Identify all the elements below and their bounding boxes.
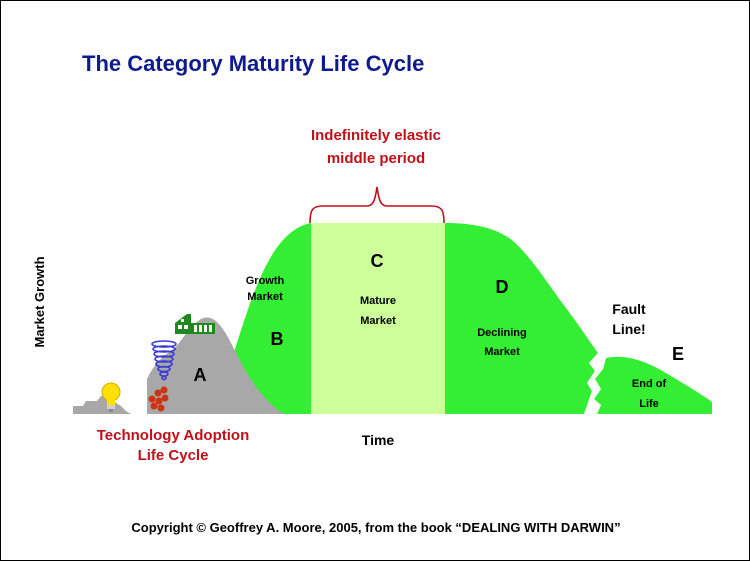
phase-c-region bbox=[311, 223, 445, 414]
fault-line-crack bbox=[584, 353, 606, 414]
phase-e-region bbox=[594, 356, 712, 414]
phase-a-letter: A bbox=[194, 365, 207, 385]
callout-line-2: middle period bbox=[327, 150, 425, 167]
phase-c-label-2: Market bbox=[360, 315, 396, 327]
tornado-icon bbox=[151, 340, 177, 381]
tech-adoption-label-1: Technology Adoption bbox=[97, 427, 249, 444]
slide-title: The Category Maturity Life Cycle bbox=[82, 51, 425, 76]
phase-d-label-1: Declining bbox=[477, 327, 527, 339]
phase-e-label-1: End of bbox=[632, 378, 667, 390]
fault-line-label-1: Fault bbox=[612, 301, 646, 317]
phase-b-region bbox=[233, 223, 311, 414]
phase-e-letter: E bbox=[672, 344, 684, 364]
early-market-hill bbox=[73, 395, 131, 414]
fault-line-label-2: Line! bbox=[612, 321, 645, 337]
phase-b-label-1: Growth bbox=[246, 275, 285, 287]
phase-b-label-2: Market bbox=[247, 291, 283, 303]
callout-line-1: Indefinitely elastic bbox=[311, 127, 441, 144]
phase-c-letter: C bbox=[371, 251, 384, 271]
bowling-pins-icon bbox=[148, 386, 169, 412]
light-bulb-icon bbox=[101, 382, 121, 412]
phase-a-region bbox=[147, 317, 284, 414]
phase-d-label-2: Market bbox=[484, 346, 520, 358]
phase-d-letter: D bbox=[496, 277, 509, 297]
y-axis-label: Market Growth bbox=[32, 256, 47, 347]
phase-b-letter: B bbox=[271, 329, 284, 349]
phase-c-label-1: Mature bbox=[360, 295, 396, 307]
callout-brace bbox=[309, 186, 445, 224]
phase-d-region bbox=[445, 223, 598, 414]
copyright-notice: Copyright © Geoffrey A. Moore, 2005, fro… bbox=[131, 520, 621, 535]
building-icon bbox=[175, 314, 215, 334]
phase-e-label-2: Life bbox=[639, 398, 659, 410]
tech-adoption-label-2: Life Cycle bbox=[138, 447, 209, 464]
x-axis-label: Time bbox=[362, 432, 395, 448]
